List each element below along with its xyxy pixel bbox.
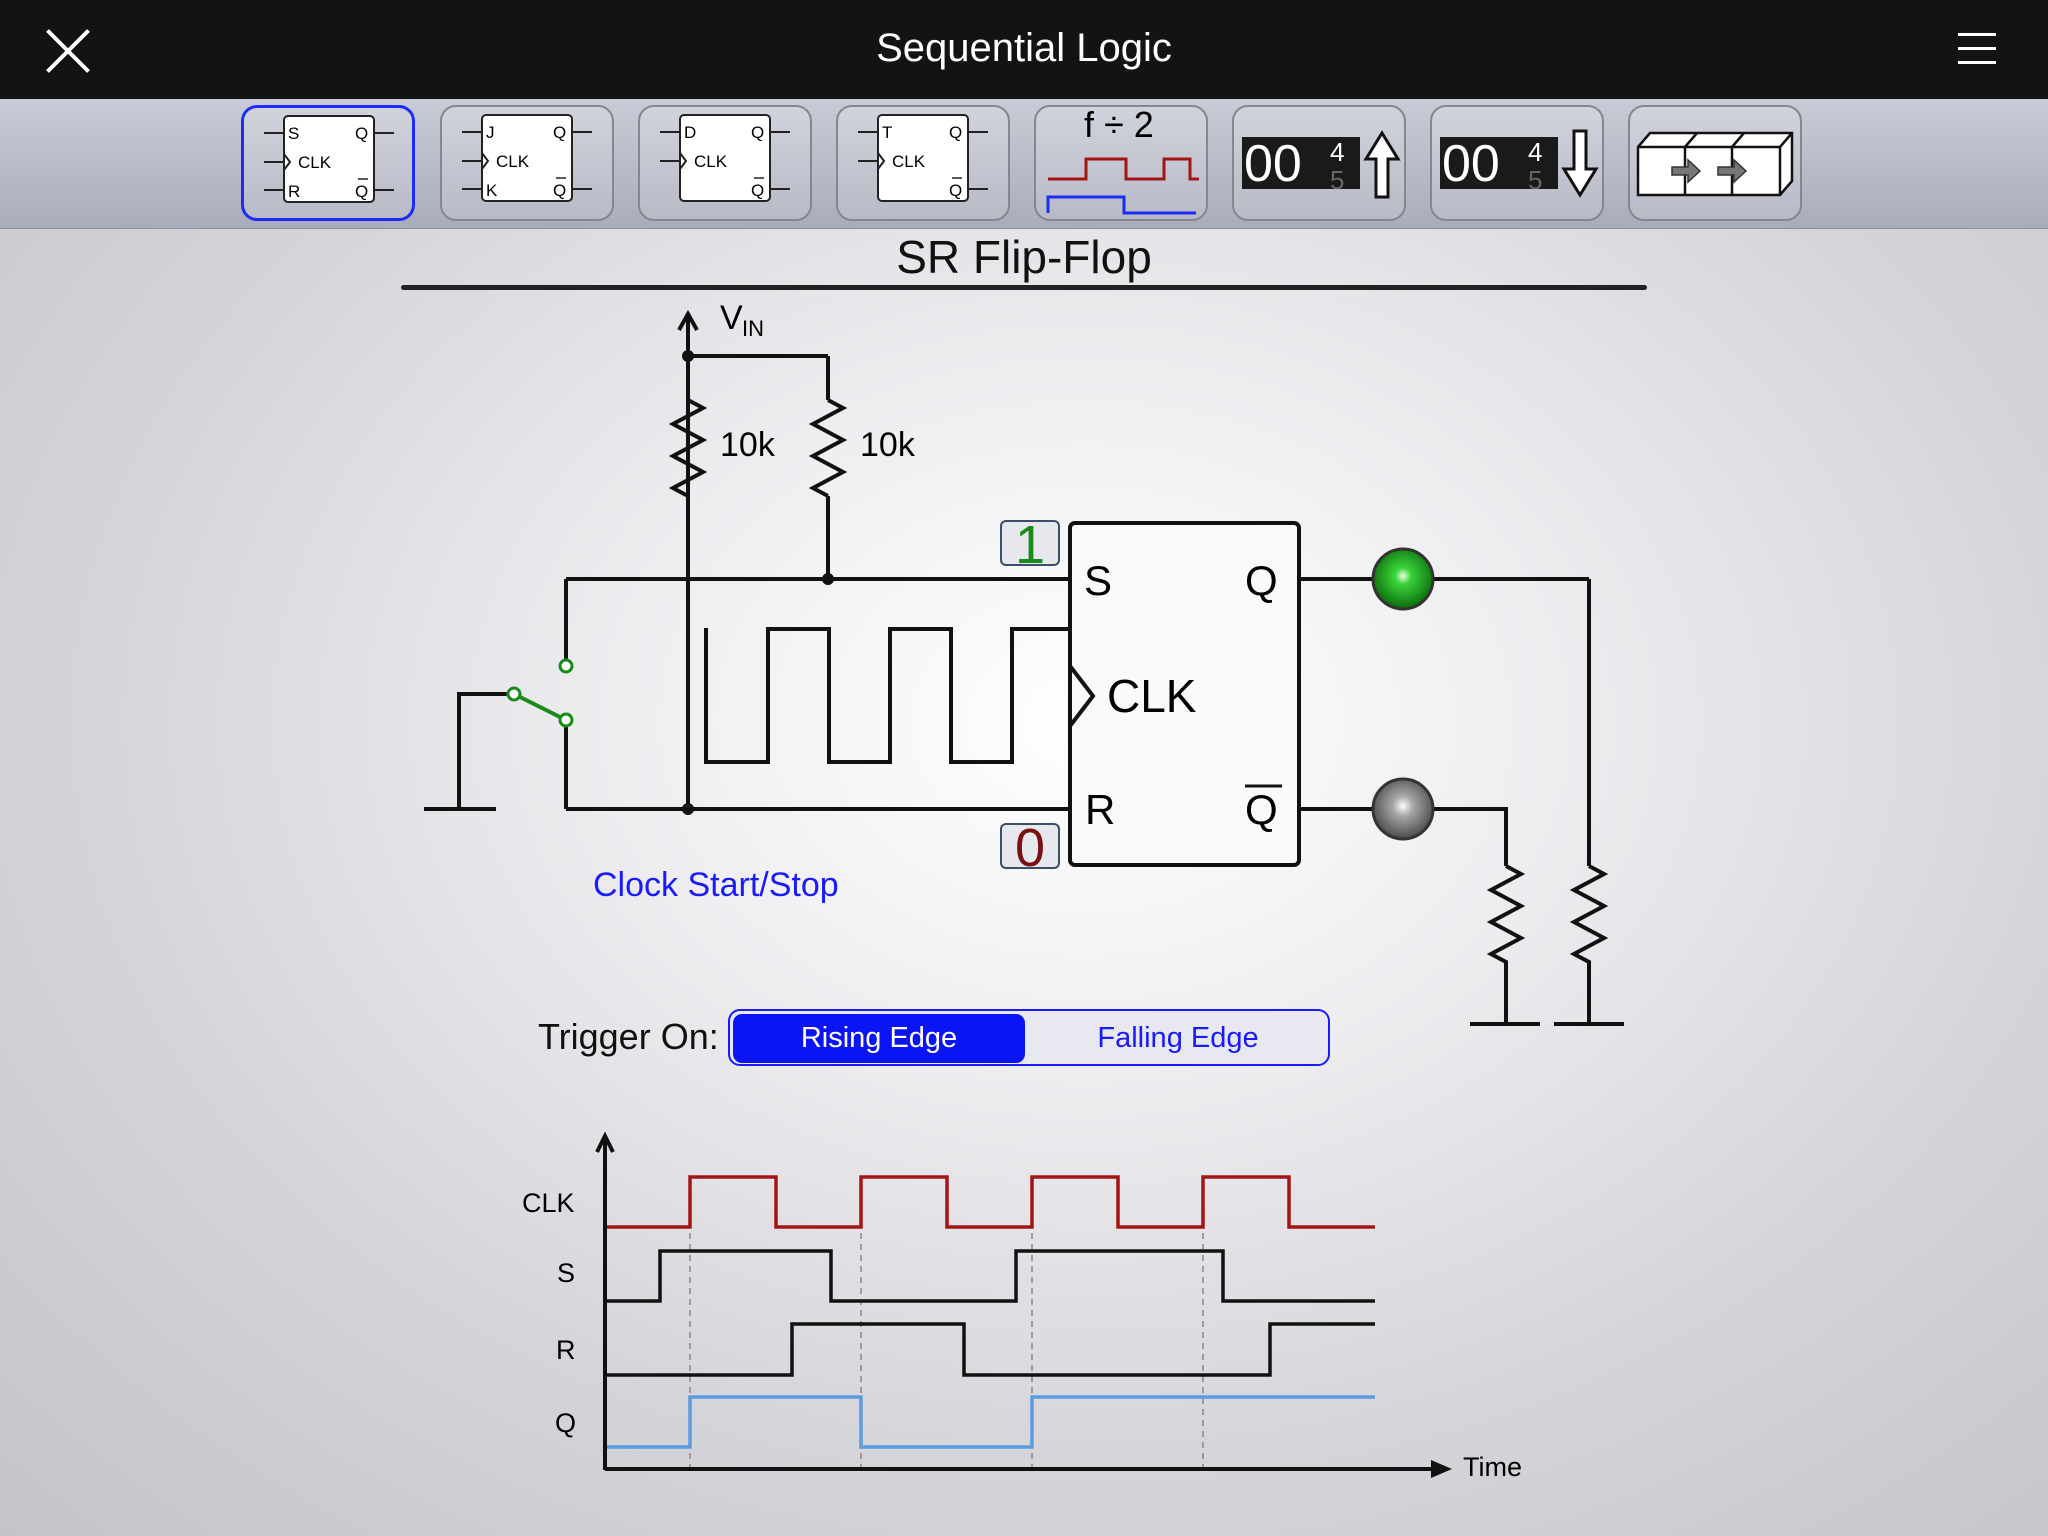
sr-tool-clk: CLK xyxy=(298,153,332,172)
title-divider xyxy=(401,285,1647,290)
d-tool-q: Q xyxy=(751,123,764,142)
clk-waveform xyxy=(605,1175,1375,1229)
vin-subscript: IN xyxy=(742,316,764,341)
jk-tool-clk: CLK xyxy=(496,152,530,171)
shift-arrow-icon xyxy=(1717,158,1748,184)
resistor-1-label: 10k xyxy=(720,426,776,464)
page-title: SR Flip-Flop xyxy=(896,231,1152,283)
s-input-value[interactable]: 1 xyxy=(1000,518,1060,572)
jk-tool-qbar: Q xyxy=(553,181,566,200)
t-flipflop-tool[interactable]: T Q CLK Q xyxy=(836,105,1010,221)
sr-flipflop-tool[interactable]: S Q CLK R Q xyxy=(241,105,415,221)
divider-label: f ÷ 2 xyxy=(1084,107,1154,145)
t-tool-clk: CLK xyxy=(892,152,926,171)
clock-switch[interactable] xyxy=(506,658,574,728)
falling-edge-option[interactable]: Falling Edge xyxy=(1097,1022,1259,1054)
jk-flipflop-tool[interactable]: J Q CLK K Q xyxy=(440,105,614,221)
ff-clk-pin: CLK xyxy=(1107,670,1197,722)
clock-start-stop-link[interactable]: Clock Start/Stop xyxy=(593,866,839,904)
r-input-value[interactable]: 0 xyxy=(1000,821,1060,875)
vin-label: V xyxy=(720,299,743,337)
ff-q-pin: Q xyxy=(1245,557,1278,604)
sr-tool-r: R xyxy=(288,182,300,201)
rising-edge-option[interactable]: Rising Edge xyxy=(733,1014,1025,1063)
r-waveform xyxy=(605,1322,1375,1377)
d-tool-d: D xyxy=(684,123,696,142)
shift-register-tool[interactable] xyxy=(1628,105,1802,221)
menu-icon[interactable] xyxy=(1958,30,1996,68)
d-flipflop-tool[interactable]: D Q CLK Q xyxy=(638,105,812,221)
down-counter-roll-top: 4 xyxy=(1528,137,1542,167)
up-counter-roll-top: 4 xyxy=(1330,137,1344,167)
ff-s-pin: S xyxy=(1084,557,1112,604)
app-title: Sequential Logic xyxy=(876,26,1172,70)
down-arrow-icon xyxy=(1561,129,1599,198)
circuit-diagram: V IN 10k 10k S CLK R Q Q xyxy=(424,299,1624,1026)
s-waveform xyxy=(605,1249,1375,1303)
s-signal-label: S xyxy=(557,1258,575,1288)
up-counter-tool[interactable]: 00 4 5 xyxy=(1232,105,1406,221)
resistor-2-label: 10k xyxy=(860,426,916,464)
d-tool-clk: CLK xyxy=(694,152,728,171)
down-counter-roll-bot: 5 xyxy=(1528,165,1542,195)
shift-arrow-icon xyxy=(1671,158,1702,184)
sr-tool-s: S xyxy=(288,124,299,143)
ff-r-pin: R xyxy=(1085,786,1115,833)
frequency-divider-tool[interactable]: f ÷ 2 xyxy=(1034,105,1208,221)
q-waveform xyxy=(605,1395,1375,1449)
q-led-indicator xyxy=(1371,547,1435,611)
clk-signal-label: CLK xyxy=(522,1188,575,1218)
d-tool-qbar: Q xyxy=(751,181,764,200)
ff-qbar-pin: Q xyxy=(1245,786,1278,833)
r-signal-label: R xyxy=(556,1335,576,1365)
qbar-led-indicator xyxy=(1371,777,1435,841)
up-counter-digits: 00 xyxy=(1244,135,1302,193)
jk-tool-k: K xyxy=(486,181,498,200)
up-counter-roll-bot: 5 xyxy=(1330,165,1344,195)
sr-tool-q: Q xyxy=(355,124,368,143)
time-axis-label: Time xyxy=(1463,1452,1522,1482)
trigger-label: Trigger On: xyxy=(538,1016,719,1057)
circuit-toolbar: S Q CLK R Q J Q CLK K Q xyxy=(0,99,2048,229)
up-arrow-icon xyxy=(1363,130,1401,199)
t-tool-qbar: Q xyxy=(949,181,962,200)
t-tool-q: Q xyxy=(949,123,962,142)
sr-tool-qbar: Q xyxy=(355,182,368,201)
t-tool-t: T xyxy=(882,123,892,142)
jk-tool-q: Q xyxy=(553,123,566,142)
title-bar: Sequential Logic xyxy=(0,0,2048,99)
down-counter-digits: 00 xyxy=(1442,135,1500,193)
q-signal-label: Q xyxy=(555,1408,576,1438)
down-counter-tool[interactable]: 00 4 5 xyxy=(1430,105,1604,221)
trigger-edge-selector: Rising Edge Falling Edge xyxy=(728,1009,1330,1066)
jk-tool-j: J xyxy=(486,123,495,142)
